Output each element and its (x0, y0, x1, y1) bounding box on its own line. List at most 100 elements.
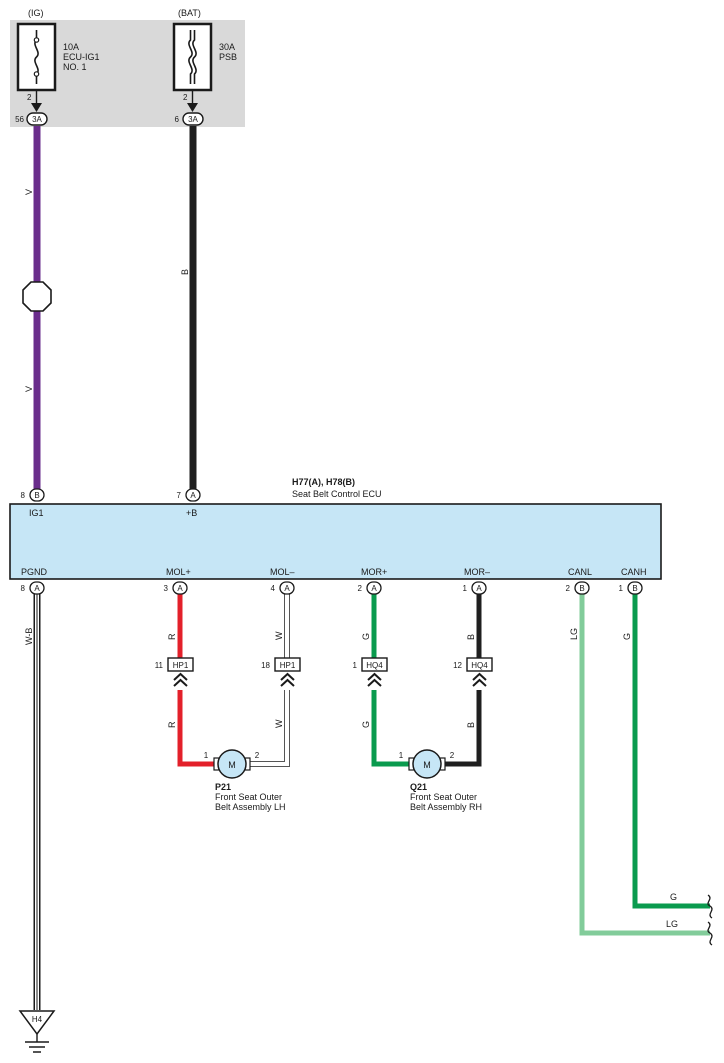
mol-minus-wire: W W (250, 593, 290, 767)
motor-icon (412, 749, 442, 779)
svg-text:Front Seat Outer: Front Seat Outer (215, 792, 282, 802)
ecu-pin-label-mor-minus: MOR– (464, 567, 490, 577)
fuse-1-connector (26, 112, 48, 126)
svg-text:1: 1 (463, 584, 468, 593)
fuse-ecu-ig1: (IG) 10A ECU-IG1 NO. 1 2 3A 56 (15, 8, 100, 126)
mol-minus-code: W (274, 631, 284, 640)
svg-text:A: A (476, 584, 482, 593)
svg-text:2: 2 (450, 751, 455, 760)
svg-text:M: M (423, 760, 431, 770)
seat-belt-control-ecu: H77(A), H78(B) Seat Belt Control ECU B 8… (9, 477, 662, 580)
canl-code-2: LG (666, 919, 678, 929)
ecu-pin-mol-plus: A 3 (164, 581, 188, 595)
svg-text:B: B (632, 584, 637, 593)
canh-code-2: G (670, 892, 677, 902)
canl-wire: LG LG (569, 593, 713, 946)
fuse-1-rating: 10A (63, 42, 79, 52)
ecu-pin-pgnd: A 8 (21, 581, 45, 595)
fuse-1-connector-pin: 56 (15, 115, 24, 124)
fuse-2-pin: 2 (183, 93, 188, 102)
mol-plus-wire: R R (167, 593, 215, 767)
inline-connector-hp1-11: HP1 11 (155, 657, 194, 687)
fuse-psb: (BAT) 30A PSB 2 3A 6 (172, 8, 237, 126)
fuse-1-terminal-icon (33, 71, 40, 77)
fuse-2-rating: 30A (219, 42, 235, 52)
motor-q21-id: Q21 (410, 782, 427, 792)
fuse-1-element-icon (34, 30, 39, 84)
wire-break-icon (707, 894, 713, 919)
fuse-2-source: (BAT) (178, 8, 201, 18)
ecu-pin-label: IG1 (29, 508, 44, 518)
svg-text:A: A (34, 584, 40, 593)
wire-break-icon (707, 921, 713, 946)
bat-wire-code: B (180, 269, 190, 275)
ecu-pin-label-canl: CANL (568, 567, 592, 577)
canh-wire: G G (622, 593, 713, 919)
ecu-pin-ig1: B 8 IG1 (21, 488, 45, 518)
mor-minus-code: B (466, 634, 476, 640)
motor-icon (217, 749, 247, 779)
ecu-pin-label-mol-minus: MOL– (270, 567, 295, 577)
svg-text:1: 1 (619, 584, 624, 593)
ecu-bottom-pins: A 8 A 3 A 4 A 2 A 1 B 2 B (21, 581, 643, 595)
svg-text:11: 11 (155, 661, 164, 670)
svg-text:1: 1 (204, 751, 209, 760)
mor-plus-code: G (361, 633, 371, 640)
svg-text:1: 1 (399, 751, 404, 760)
ecu-body (9, 503, 662, 580)
svg-text:2: 2 (255, 751, 260, 760)
svg-text:HQ4: HQ4 (471, 661, 488, 670)
ground-point-label: H4 (32, 1015, 43, 1024)
mor-minus-wire: B B (444, 593, 482, 767)
mol-plus-code-2: R (167, 721, 177, 728)
bat-feed-wire: B (180, 126, 197, 489)
ecu-connector-ids: H77(A), H78(B) (292, 477, 355, 487)
inline-connector-hp1-18: HP1 18 (261, 657, 301, 687)
connector-chevron-icon (280, 672, 295, 687)
connector-chevron-icon (173, 672, 188, 687)
connector-chevron-icon (472, 672, 487, 687)
svg-text:B: B (579, 584, 584, 593)
fuse-1-arrow-icon (31, 103, 42, 112)
fuse-2-arrow-icon (187, 103, 198, 112)
canh-code: G (622, 633, 632, 640)
ecu-name: Seat Belt Control ECU (292, 489, 382, 499)
ground-wire-code: W-B (24, 628, 34, 645)
svg-text:A: A (190, 491, 196, 500)
mol-plus-code: R (167, 633, 177, 640)
ig-feed-wire: V V (22, 126, 52, 489)
svg-text:A: A (284, 584, 290, 593)
fuse-1-source: (IG) (28, 8, 44, 18)
mol-minus-code-2: W (274, 719, 284, 728)
ecu-pin-mol-minus: A 4 (271, 581, 295, 595)
ecu-pin-label-canh: CANH (621, 567, 647, 577)
mor-minus-code-2: B (466, 722, 476, 728)
svg-text:12: 12 (453, 661, 462, 670)
ecu-pin-label-mol-plus: MOL+ (166, 567, 191, 577)
canl-code: LG (569, 628, 579, 640)
fuse-1-name: ECU-IG1 (63, 52, 100, 62)
svg-text:A: A (371, 584, 377, 593)
ecu-pin-mor-plus: A 2 (358, 581, 382, 595)
ecu-pin-label: +B (186, 508, 197, 518)
svg-text:HP1: HP1 (280, 661, 296, 670)
fuse-box: (IG) 10A ECU-IG1 NO. 1 2 3A 56 (BAT) 30A… (10, 8, 245, 127)
fuse-2-element-icon (192, 30, 197, 84)
svg-text:Belt Assembly RH: Belt Assembly RH (410, 802, 482, 812)
fuse-2-connector (182, 112, 204, 126)
connector-chevron-icon (367, 672, 382, 687)
fuse-1-connector-label: 3A (32, 115, 42, 124)
svg-text:3: 3 (164, 584, 169, 593)
svg-text:7: 7 (177, 491, 182, 500)
fuse-2-name: PSB (219, 52, 237, 62)
motor-p21: M 1 2 P21 Front Seat Outer Belt Assembly… (204, 749, 286, 812)
ecu-pin-canl: B 2 (566, 581, 590, 595)
svg-text:1: 1 (353, 661, 358, 670)
svg-text:8: 8 (21, 491, 26, 500)
ground-wire: W-B (24, 593, 41, 1010)
motor-q21: M 1 2 Q21 Front Seat Outer Belt Assembly… (399, 749, 482, 812)
ecu-pin-label-pgnd: PGND (21, 567, 48, 577)
svg-text:B: B (34, 491, 39, 500)
inline-connector-hq4-12: HQ4 12 (453, 657, 493, 687)
